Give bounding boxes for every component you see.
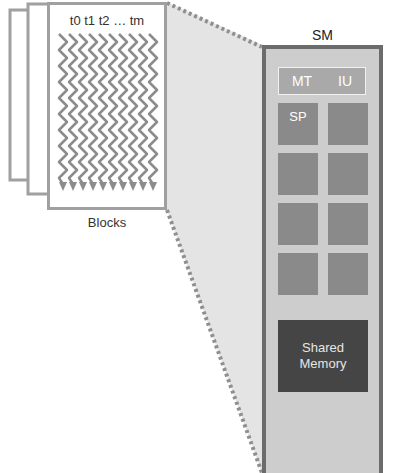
zoom-connector [167, 3, 262, 47]
thread-zigzag [109, 34, 117, 184]
thread-arrowhead [119, 182, 127, 191]
thread-block-frame: t0 t1 t2 … tmBlocks [47, 2, 167, 210]
sm-panel-fill [262, 45, 383, 473]
block-frame [28, 4, 47, 194]
sp-square [328, 153, 368, 195]
mt-iu-box: MT IU [278, 67, 366, 95]
thread-arrowhead [109, 182, 117, 191]
sm-panel: SMMTIUSPShared Memory [262, 45, 383, 473]
thread-zigzag [89, 34, 97, 184]
zoom-line [167, 210, 262, 473]
thread-ids: t0 t1 t2 … tm [50, 13, 164, 28]
sp-square [328, 203, 368, 245]
thread-arrowhead [89, 182, 97, 191]
thread-zigzag [59, 34, 67, 184]
block-frame [10, 10, 28, 180]
thread-zigzag [119, 34, 127, 184]
thread-group [59, 34, 157, 191]
zoom-line [167, 3, 262, 47]
sp-label: SP [289, 109, 306, 124]
sp-square: SP [278, 103, 318, 145]
sp-square [278, 203, 318, 245]
sp-square [278, 253, 318, 295]
thread-zigzag [99, 34, 107, 184]
thread-zigzag [79, 34, 87, 184]
sp-square [328, 103, 368, 145]
thread-zigzag [129, 34, 137, 184]
thread-arrowhead [129, 182, 137, 191]
unit-label: IU [338, 73, 352, 89]
sm-label: SM [266, 27, 379, 43]
thread-arrowhead [149, 182, 157, 191]
sp-square [278, 153, 318, 195]
thread-arrowhead [59, 182, 67, 191]
thread-arrowhead [79, 182, 87, 191]
thread-arrowhead [69, 182, 77, 191]
blocks-label: Blocks [40, 215, 174, 230]
thread-zigzag [139, 34, 147, 184]
shared-memory-box: Shared Memory [278, 320, 368, 392]
thread-arrowhead [99, 182, 107, 191]
thread-zigzag [149, 34, 157, 184]
thread-zigzag [69, 34, 77, 184]
thread-arrowhead [139, 182, 147, 191]
sp-square [328, 253, 368, 295]
unit-label: MT [292, 73, 312, 89]
shared-memory-label: Shared Memory [288, 340, 358, 373]
zoom-wedge [167, 2, 262, 473]
